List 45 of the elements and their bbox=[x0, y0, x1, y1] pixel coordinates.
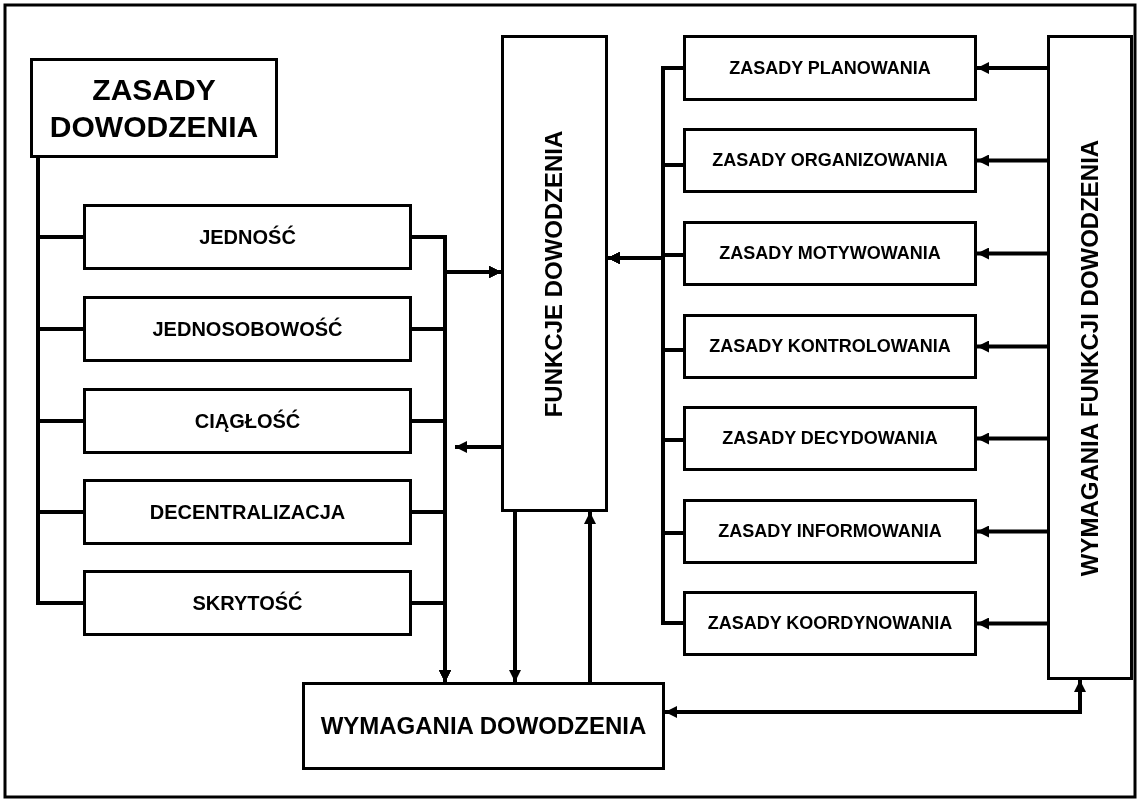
connector-line bbox=[36, 158, 83, 605]
box-label: ZASADY KOORDYNOWANIA bbox=[707, 612, 953, 635]
process-box bbox=[83, 296, 412, 362]
arrow bbox=[977, 247, 1047, 260]
arrow bbox=[584, 512, 596, 682]
arrow bbox=[455, 441, 501, 453]
arrow bbox=[977, 154, 1047, 167]
process-box bbox=[501, 35, 608, 512]
box-label: WYMAGANIA DOWODZENIA bbox=[320, 711, 647, 741]
process-box bbox=[1047, 35, 1133, 680]
box-label: ZASADY DECYDOWANIA bbox=[722, 427, 938, 450]
process-box bbox=[683, 406, 977, 471]
box-label: JEDNOSOBOWOŚĆ bbox=[152, 316, 343, 342]
process-box bbox=[83, 479, 412, 545]
box-label: JEDNOŚĆ bbox=[199, 224, 296, 250]
arrow bbox=[977, 340, 1047, 353]
arrow bbox=[412, 266, 501, 605]
box-label: ZASADY DOWODZENIA bbox=[48, 71, 260, 145]
process-box bbox=[83, 388, 412, 454]
heading-box bbox=[30, 58, 278, 158]
arrow bbox=[509, 512, 521, 682]
process-box bbox=[683, 221, 977, 286]
box-label: ZASADY KONTROLOWANIA bbox=[709, 335, 951, 358]
arrow bbox=[977, 525, 1047, 538]
box-label: ZASADY ORGANIZOWANIA bbox=[712, 149, 948, 172]
arrow bbox=[665, 680, 1086, 718]
process-box bbox=[683, 591, 977, 656]
box-label: FUNKCJE DOWODZENIA bbox=[539, 130, 569, 417]
process-box bbox=[83, 204, 412, 270]
arrow bbox=[977, 617, 1047, 630]
arrow bbox=[977, 432, 1047, 445]
box-label: SKRYTOŚĆ bbox=[192, 590, 303, 616]
process-box bbox=[683, 128, 977, 193]
process-box bbox=[683, 314, 977, 379]
box-label: ZASADY PLANOWANIA bbox=[729, 56, 931, 80]
process-box bbox=[683, 35, 977, 101]
arrow bbox=[977, 62, 1047, 74]
box-label: WYMAGANIA FUNKCJI DOWODZENIA bbox=[1075, 139, 1104, 576]
box-label: DECENTRALIZACJA bbox=[149, 499, 346, 525]
box-label: CIĄGŁOŚĆ bbox=[194, 408, 301, 434]
box-label: ZASADY MOTYWOWANIA bbox=[719, 242, 941, 265]
process-box bbox=[302, 682, 665, 770]
process-box bbox=[83, 570, 412, 636]
process-box bbox=[683, 499, 977, 564]
box-label: ZASADY INFORMOWANIA bbox=[718, 520, 942, 543]
